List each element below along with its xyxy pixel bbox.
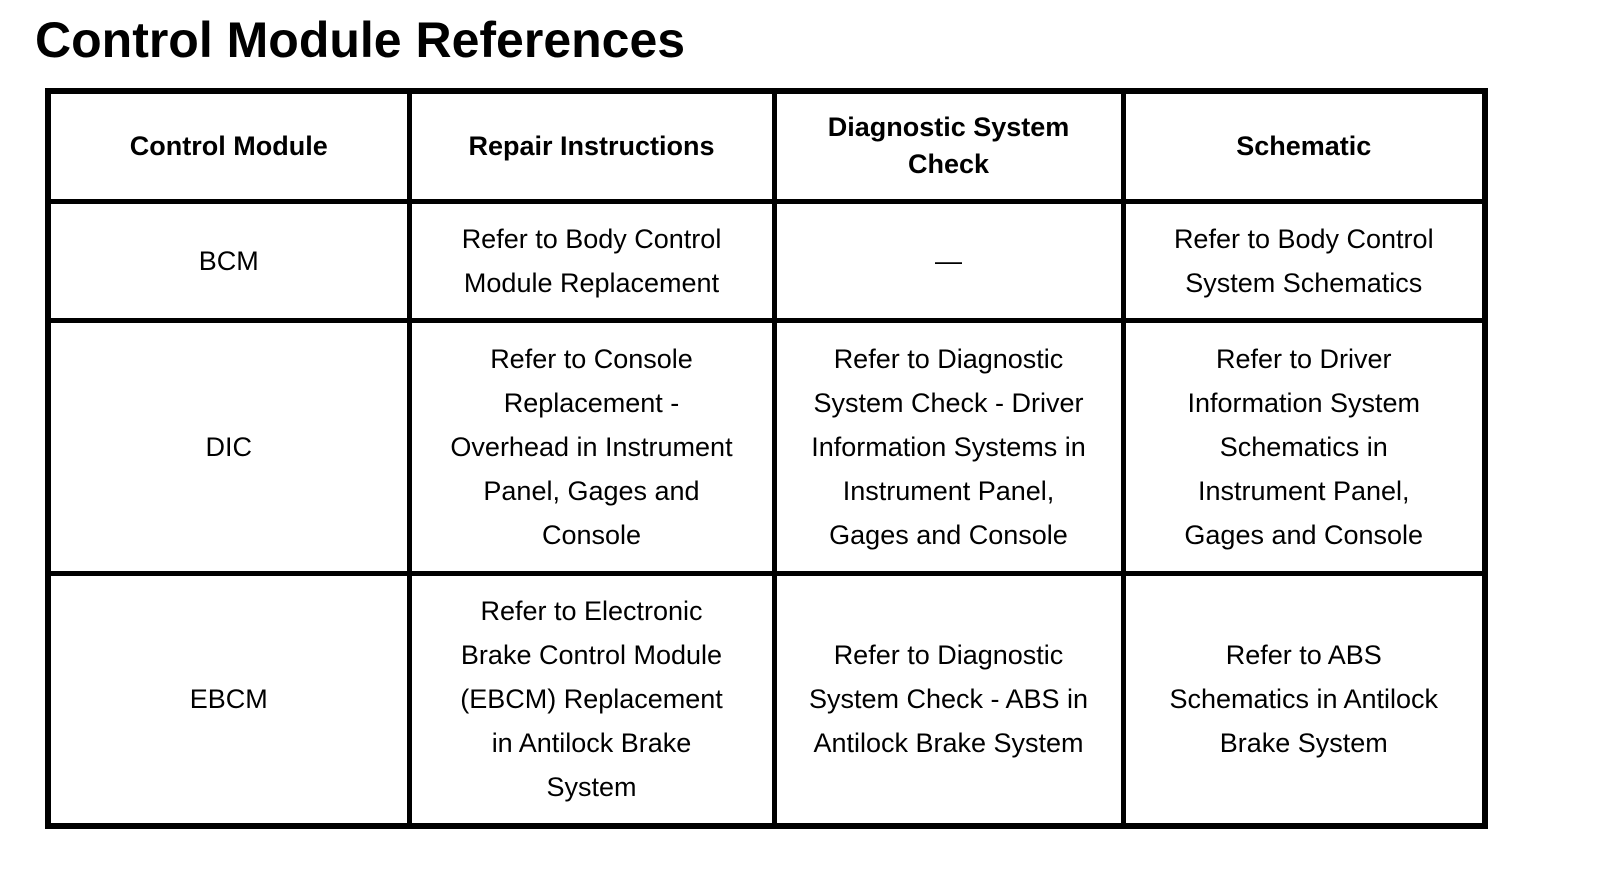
table-row: DIC Refer to Console Replacement - Overh… [45,317,1488,576]
cell-schematic: Refer to Body Control System Schematics [1120,198,1488,323]
table-row: EBCM Refer to Electronic Brake Control M… [45,570,1488,829]
cell-repair-instructions: Refer to Electronic Brake Control Module… [406,570,777,829]
cell-module-name: DIC [45,317,412,576]
cell-diagnostic-system-check: — [771,198,1126,323]
control-module-references-table: Control Module Repair Instructions Diagn… [45,88,1488,829]
cell-repair-instructions: Refer to Body Control Module Replacement [406,198,777,323]
column-header-repair-instructions: Repair Instructions [406,88,777,204]
table-header-row: Control Module Repair Instructions Diagn… [45,88,1488,204]
cell-diagnostic-system-check: Refer to Diagnostic System Check - ABS i… [771,570,1126,829]
column-header-diagnostic-system-check: Diagnostic System Check [771,88,1126,204]
cell-repair-instructions: Refer to Console Replacement - Overhead … [406,317,777,576]
page-title: Control Module References [35,12,686,68]
table-row: BCM Refer to Body Control Module Replace… [45,198,1488,323]
cell-schematic: Refer to ABS Schematics in Antilock Brak… [1120,570,1488,829]
cell-schematic: Refer to Driver Information System Schem… [1120,317,1488,576]
cell-diagnostic-system-check: Refer to Diagnostic System Check - Drive… [771,317,1126,576]
column-header-schematic: Schematic [1120,88,1488,204]
cell-module-name: EBCM [45,570,412,829]
column-header-control-module: Control Module [45,88,412,204]
cell-module-name: BCM [45,198,412,323]
